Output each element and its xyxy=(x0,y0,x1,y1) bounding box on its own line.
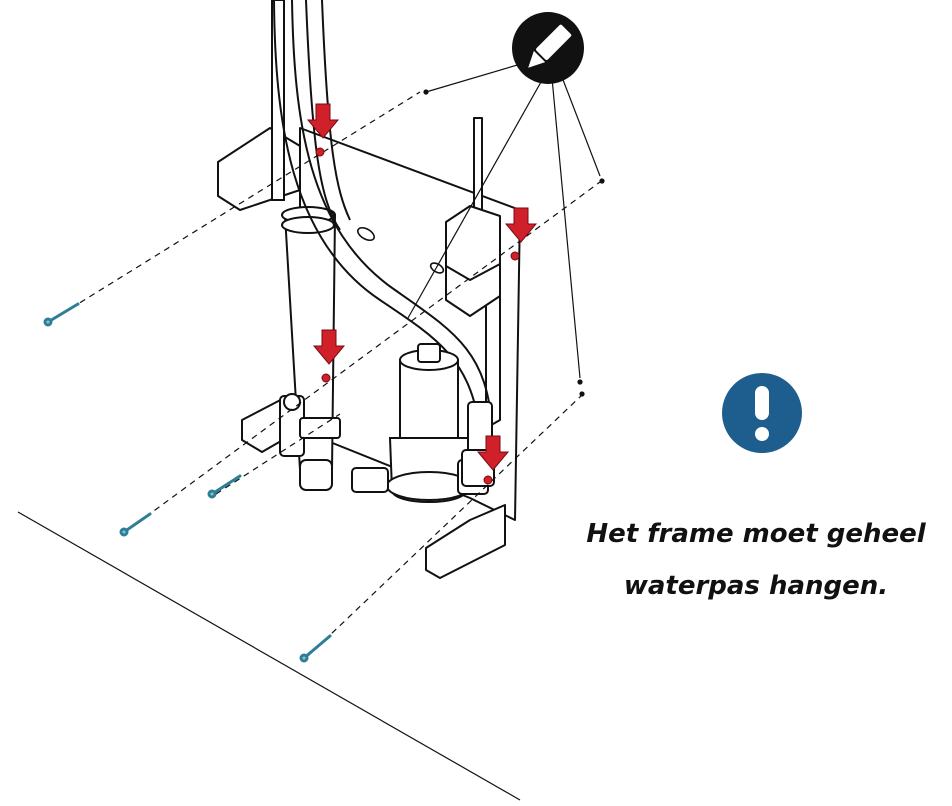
floor-edge-line xyxy=(17,511,521,801)
drill-point-arrows xyxy=(306,103,538,485)
leveling-instruction: Het frame moet geheel waterpas hangen. xyxy=(560,508,952,612)
instruction-line-2: waterpas hangen. xyxy=(623,571,889,601)
mounting-slots xyxy=(357,226,445,274)
screw-icon xyxy=(207,474,242,499)
sensor-bracket xyxy=(445,117,501,317)
instruction-line-1: Het frame moet geheel xyxy=(586,519,926,549)
pencil-icon xyxy=(512,12,584,84)
screw-icon xyxy=(43,302,80,327)
screw-icon xyxy=(119,512,152,537)
arrow-down-icon xyxy=(476,435,510,485)
hoses xyxy=(273,0,493,431)
screw-icon xyxy=(299,634,332,663)
screws xyxy=(43,302,332,663)
arrow-down-icon xyxy=(312,329,346,383)
arrow-down-icon xyxy=(306,103,340,157)
callout-dots xyxy=(423,89,605,397)
exclamation-icon xyxy=(722,373,802,453)
arrow-down-icon xyxy=(504,207,538,261)
